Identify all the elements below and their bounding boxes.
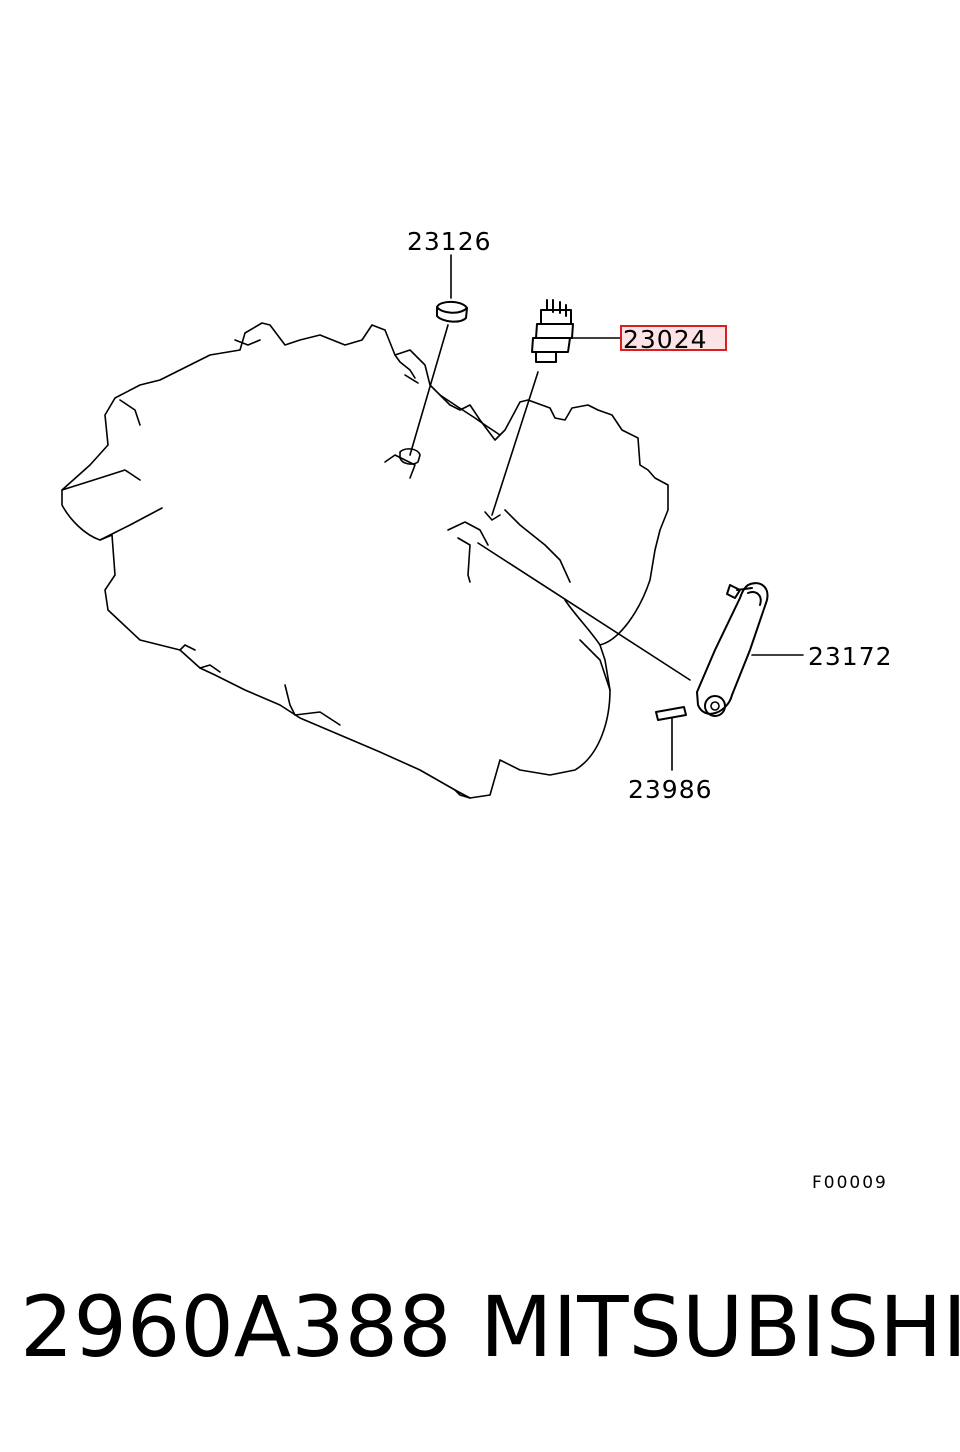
- callout-23024: 23024: [623, 325, 708, 354]
- callout-23986: 23986: [628, 775, 713, 804]
- brand-name: MITSUBISHI: [480, 1278, 960, 1376]
- part-23126-plug: [399, 300, 468, 465]
- part-number: 2960A388: [20, 1278, 452, 1376]
- callout-23024-highlight: [620, 325, 727, 351]
- part-23986-pin: [655, 706, 687, 721]
- leader-lines: [450, 254, 804, 771]
- figure-code: F00009: [812, 1173, 888, 1193]
- callout-23172: 23172: [808, 642, 893, 671]
- callout-23126: 23126: [407, 227, 492, 256]
- transmission-housing: [61, 322, 669, 799]
- part-23024-switch: [484, 299, 574, 521]
- footer-caption: 2960A388 MITSUBISHI: [20, 1278, 960, 1398]
- part-23172-lever: [477, 542, 769, 717]
